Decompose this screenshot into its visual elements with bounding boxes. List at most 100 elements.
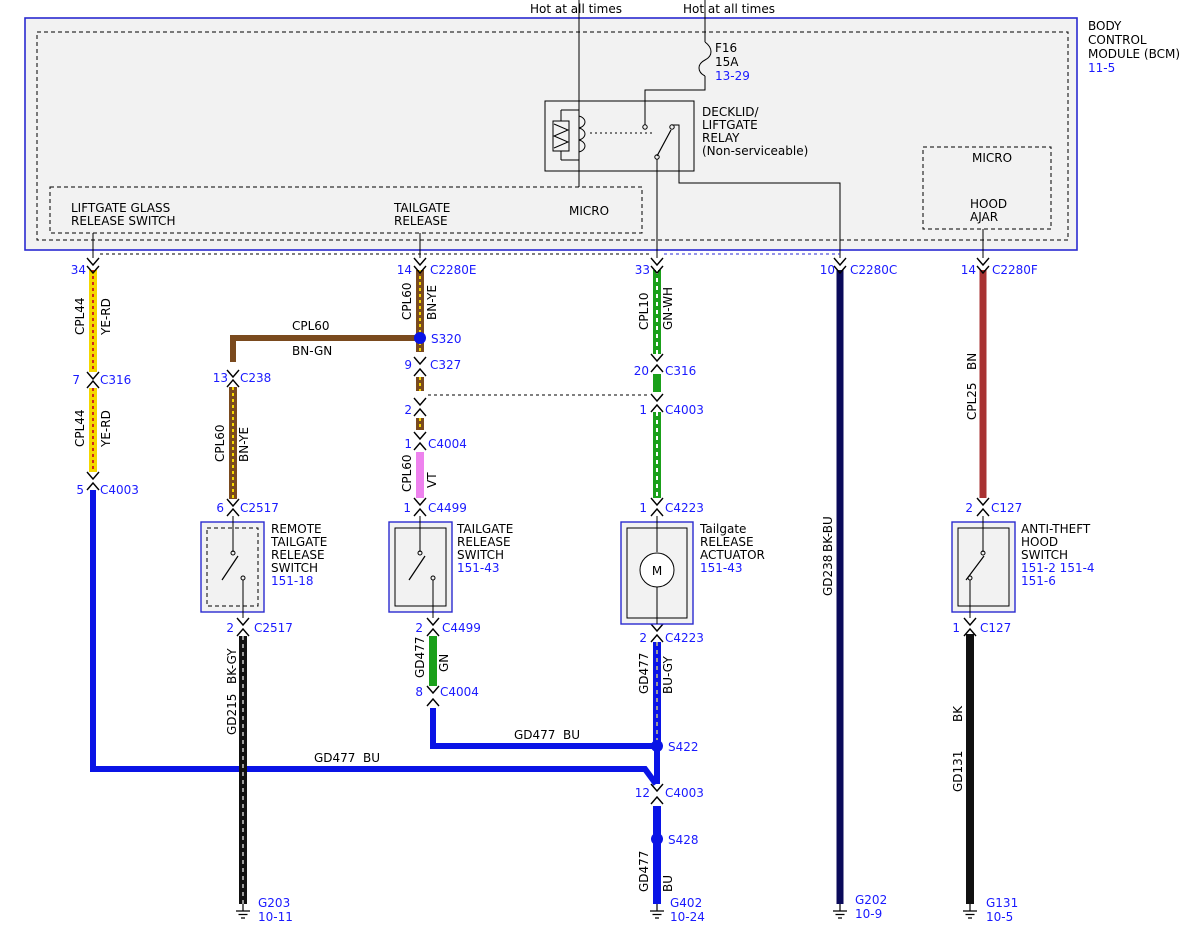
conn-name-c4003-c: C4003: [665, 786, 704, 800]
conn-14f: [976, 257, 990, 275]
wire-label-gd215-color: BK-GY: [225, 648, 239, 684]
wire-gd215: [239, 636, 247, 904]
ground-g202-icon: [833, 904, 847, 919]
hood-switch-ref-2: 151-6: [1021, 574, 1056, 588]
wire-label-cpl25-color: BN: [965, 353, 979, 370]
ground-g131-name: G131: [986, 896, 1018, 910]
relay-coil-winding: [552, 123, 570, 149]
conn-c4004-top: [413, 431, 427, 451]
pin-c327: 9: [404, 358, 412, 372]
conn-33: [650, 257, 664, 275]
wire-label-gd477-h2-color: BU: [363, 751, 380, 765]
conn-name-c4004-top: C4004: [428, 437, 467, 451]
pin-c316-a: 7: [72, 373, 80, 387]
relay-switch-arm: [656, 129, 672, 157]
conn-34: [86, 257, 100, 275]
wire-label-gd477-bugy-color: BU-GY: [661, 656, 675, 694]
conn-name-c316-b: C316: [665, 364, 696, 378]
conn-c4003-a: [86, 471, 100, 491]
ground-g203-name: G203: [258, 896, 290, 910]
actuator-label-1: Tailgate: [699, 522, 746, 536]
pin-10c: 10: [820, 263, 835, 277]
conn-name-c4223-bot: C4223: [665, 631, 704, 645]
wire-gd477-bu-s422: [430, 708, 657, 749]
ground-g402-ref: 10-24: [670, 910, 705, 924]
fuse-ref: 13-29: [715, 69, 750, 83]
pin-c4004-top: 1: [404, 437, 412, 451]
wire-cpl60-bngn: [230, 335, 420, 362]
wire-label-cpl60-d-circuit: CPL60: [400, 454, 414, 492]
hot-at-all-times-2: Hot at all times: [683, 2, 775, 16]
fuse-f16-symbol: [698, 41, 712, 77]
wire-label-cpl44-a-circuit: CPL44: [73, 297, 87, 335]
splice-s428: [651, 833, 663, 845]
bcm-ref: 11-5: [1088, 61, 1115, 75]
splice-s422-label: S422: [668, 740, 699, 754]
actuator-ref: 151-43: [700, 561, 743, 575]
conn-name-c2280f: C2280F: [992, 263, 1038, 277]
conn-name-c4003-a: C4003: [100, 483, 139, 497]
wire-label-gd215-circuit: GD215: [225, 694, 239, 735]
wire-label-gd238-circuit: GD238: [821, 555, 835, 596]
splice-s422: [651, 740, 663, 752]
relay-contact-nc: [642, 124, 648, 130]
conn-c4003-c: [650, 783, 664, 805]
conn-name-c2517-top: C2517: [240, 501, 279, 515]
wire-label-cpl60-c-color: BN-YE: [425, 285, 439, 320]
fuse-name: F16: [715, 41, 737, 55]
conn-c127-top: [976, 497, 990, 517]
hood-switch-label-2: HOOD: [1021, 535, 1058, 549]
wire-label-cpl10-color: GN-WH: [661, 287, 675, 330]
ground-g203-ref: 10-11: [258, 910, 293, 924]
pin-c238: 13: [213, 371, 228, 385]
conn-c4004-bot: [426, 685, 440, 707]
relay-label-4: (Non-serviceable): [702, 144, 808, 158]
wire-label-cpl25-circuit: CPL25: [965, 382, 979, 420]
pin-c4499-top: 1: [403, 501, 411, 515]
ground-symbols: [236, 904, 977, 919]
conn-c4223-bot: [650, 623, 664, 643]
relay-label-1: DECKLID/: [702, 105, 760, 119]
relay-label-2: LIFTGATE: [702, 118, 758, 132]
wire-label-gd131-circuit: GD131: [951, 751, 965, 792]
ground-g203-icon: [236, 904, 250, 919]
wire-cpl60-vt: [416, 452, 424, 498]
wire-label-cpl60-c-circuit: CPL60: [400, 282, 414, 320]
actuator-motor-label: M: [652, 564, 662, 578]
liftgate-glass-label-2: RELEASE SWITCH: [71, 214, 175, 228]
wire-label-gd238-color: BK-BU: [821, 516, 835, 552]
pin-33: 33: [635, 263, 650, 277]
wire-label-cpl60-h-color: BN-GN: [292, 344, 332, 358]
conn-mid-2: [413, 397, 427, 417]
conn-c4499-bot: [426, 617, 440, 637]
wire-label-gd477-h2: GD477: [314, 751, 355, 765]
wire-label-gd477-gn-circuit: GD477: [413, 637, 427, 678]
bcm-label-3: MODULE (BCM): [1088, 47, 1180, 61]
pin-c2517-bot: 2: [226, 621, 234, 635]
bcm-label-2: CONTROL: [1088, 33, 1147, 47]
conn-c316-a: [86, 371, 100, 389]
splice-s428-label: S428: [668, 833, 699, 847]
hood-ajar-label-2: AJAR: [970, 210, 998, 224]
bcm-inner-dashed: [36, 31, 1069, 241]
remote-switch-dot: [230, 550, 236, 556]
conn-14e: [413, 257, 427, 275]
conn-name-c2280e: C2280E: [430, 263, 477, 277]
pin-c4223-top: 1: [639, 501, 647, 515]
ground-g131-ref: 10-5: [986, 910, 1013, 924]
hood-switch-label-3: SWITCH: [1021, 548, 1068, 562]
ground-g202-ref: 10-9: [855, 907, 882, 921]
remote-switch-label-1: REMOTE: [271, 522, 322, 536]
remote-switch-inner: [206, 527, 259, 607]
wire-label-gd477-h1-color: BU: [563, 728, 580, 742]
micro-hood-box: [922, 146, 1052, 230]
ground-g131-icon: [963, 904, 977, 919]
bcm-label-1: BODY: [1088, 19, 1122, 33]
tg-switch-dot: [417, 550, 423, 556]
pin-34: 34: [71, 263, 86, 277]
tg-switch-label-1: TAILGATE: [456, 522, 513, 536]
conn-name-c127-bot: C127: [980, 621, 1011, 635]
wire-gd477-gn: [429, 636, 437, 686]
conn-name-c2517-bot: C2517: [254, 621, 293, 635]
wire-label-gd477-bu-circuit: GD477: [637, 851, 651, 892]
